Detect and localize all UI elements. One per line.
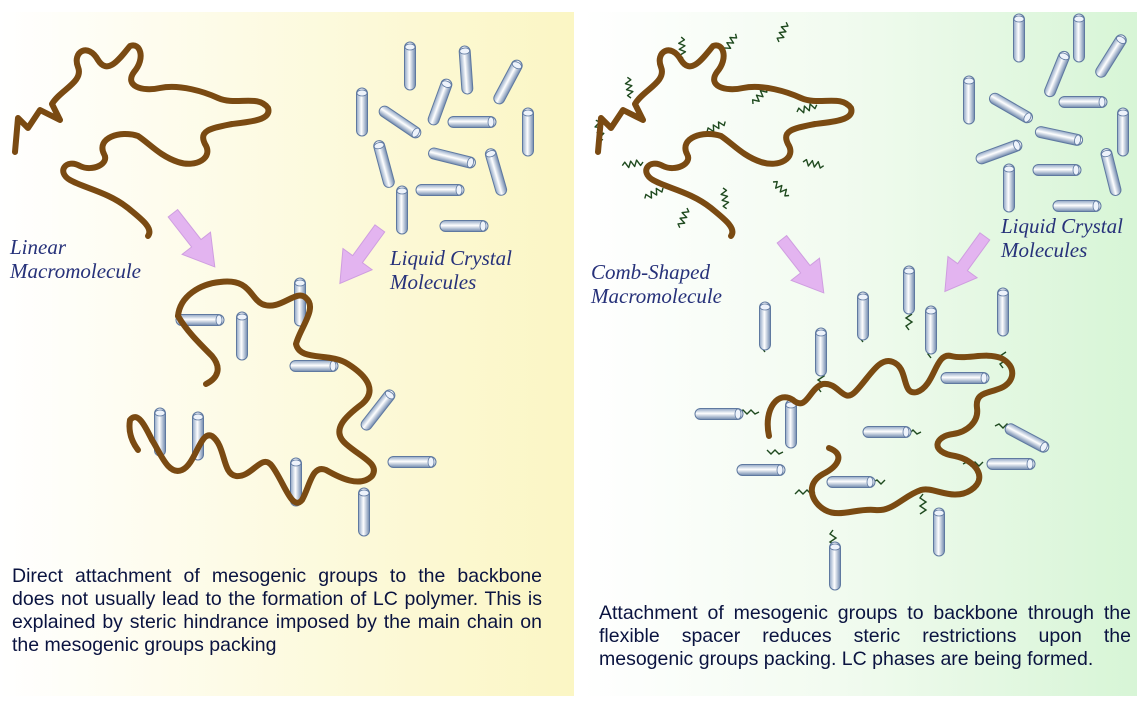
comb-diagram	[583, 12, 1137, 696]
panel-comb: Comb-Shaped Macromolecule Liquid Crystal…	[583, 12, 1137, 696]
label-line: Linear	[10, 235, 141, 259]
caption-comb: Attachment of mesogenic groups to backbo…	[599, 602, 1131, 671]
panel-linear: Linear Macromolecule Liquid Crystal Mole…	[0, 12, 574, 696]
free-lc-molecules	[357, 42, 534, 234]
arrow-right-down-icon	[325, 218, 394, 294]
arrow-left-down-icon	[768, 228, 838, 304]
label-comb-macromolecule: Comb-Shaped Macromolecule	[591, 260, 722, 308]
caption-linear: Direct attachment of mesogenic groups to…	[12, 565, 542, 657]
label-linear-macromolecule: Linear Macromolecule	[10, 235, 141, 283]
linear-polymer-chain	[129, 281, 373, 502]
linear-lc-polymer	[129, 278, 436, 536]
free-lc-molecules	[964, 14, 1129, 212]
label-line: Liquid Crystal	[1001, 214, 1123, 238]
label-line: Liquid Crystal	[390, 246, 512, 270]
label-liquid-crystal-molecules: Liquid Crystal Molecules	[390, 246, 512, 294]
comb-lc-polymer	[695, 266, 1051, 590]
arrow-right-down-icon	[930, 226, 999, 302]
linear-macromolecule-chain	[15, 45, 268, 236]
arrow-left-down-icon	[159, 202, 229, 278]
label-line: Macromolecule	[10, 259, 141, 283]
label-line: Molecules	[390, 270, 512, 294]
label-line: Comb-Shaped	[591, 260, 722, 284]
label-line: Macromolecule	[591, 284, 722, 308]
label-liquid-crystal-molecules: Liquid Crystal Molecules	[1001, 214, 1123, 262]
label-line: Molecules	[1001, 238, 1123, 262]
